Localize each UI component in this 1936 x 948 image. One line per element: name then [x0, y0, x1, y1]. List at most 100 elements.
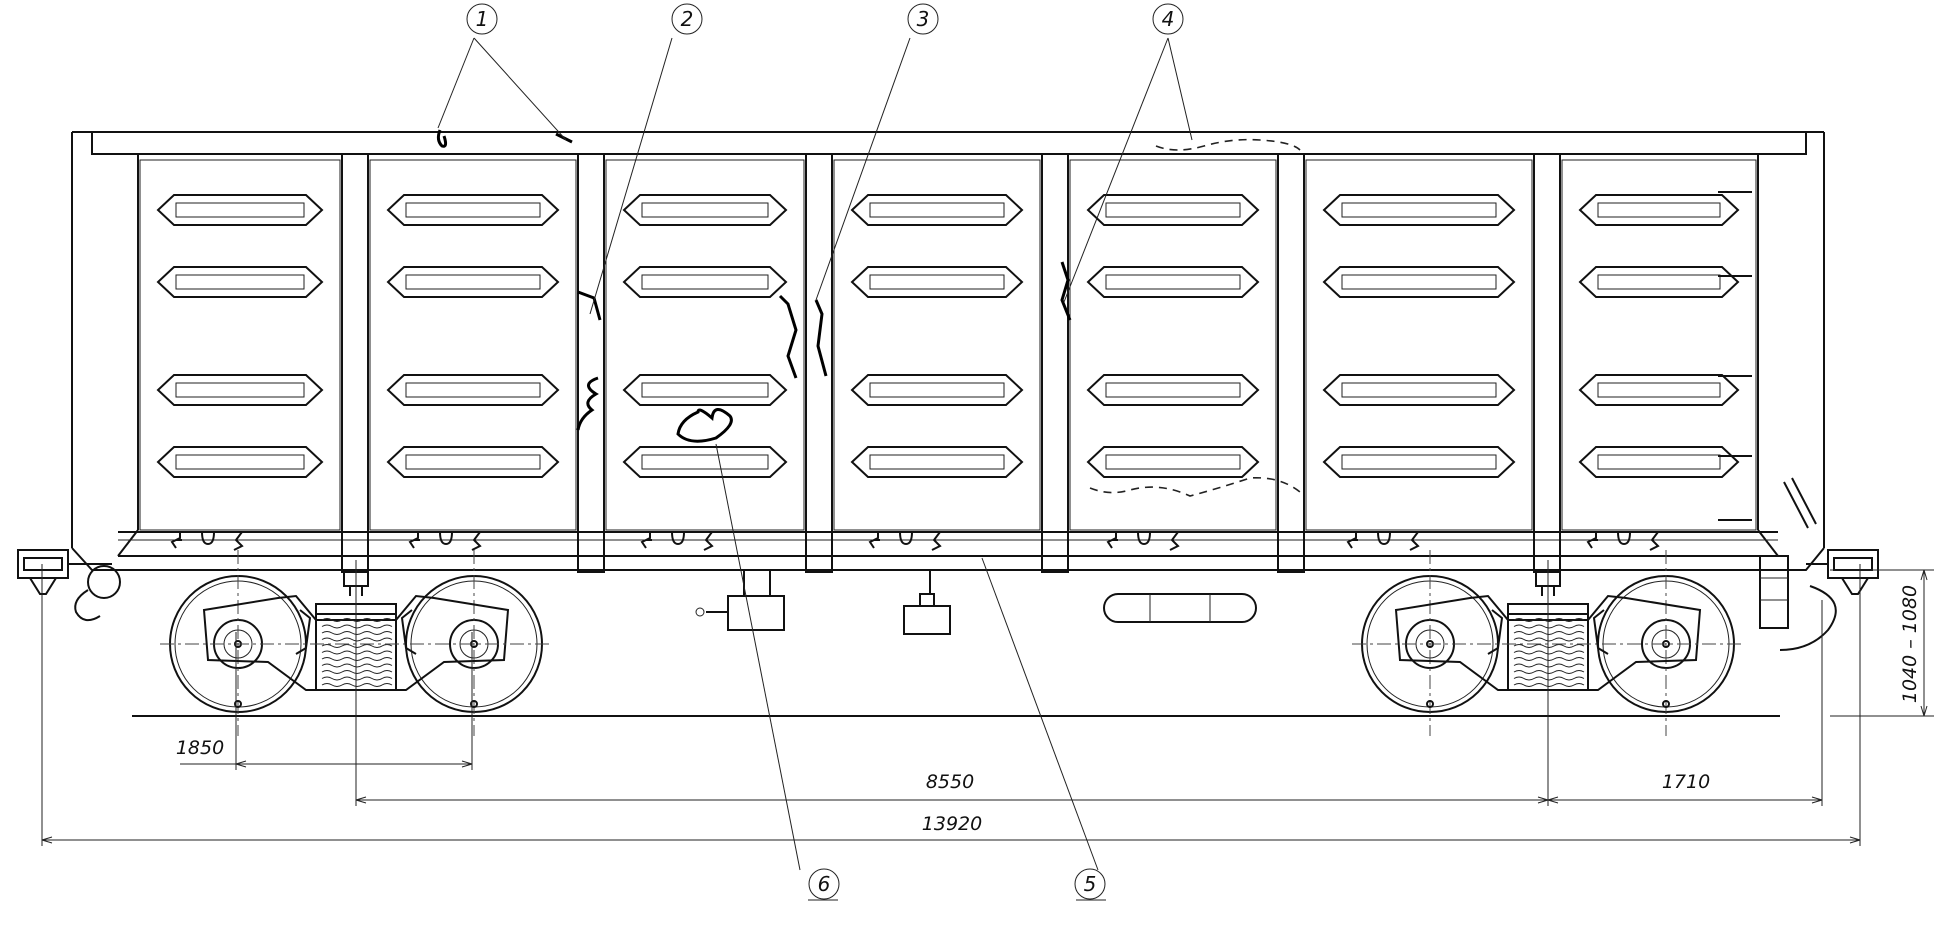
top-chord — [91, 131, 1807, 155]
svg-text:1: 1 — [476, 7, 489, 31]
lock-left — [408, 531, 420, 549]
brake-shoe — [295, 609, 312, 655]
lock-left — [1346, 531, 1358, 549]
panel-rib-inner — [1341, 382, 1497, 398]
panel-rib — [1578, 194, 1740, 226]
panel-rib-inner — [405, 454, 541, 470]
lock-shackle — [899, 531, 913, 546]
bogie-side-frame — [1394, 594, 1702, 691]
panel-rib — [386, 374, 560, 406]
panel-rib-inner — [869, 202, 1005, 218]
spring-coil — [1513, 644, 1585, 648]
spring-coil — [321, 624, 393, 629]
wheel-mark — [234, 700, 242, 708]
spring-coil — [1513, 631, 1585, 635]
panel-rib-inner — [1105, 382, 1241, 398]
panel-rib — [386, 266, 560, 298]
panel-rib — [850, 374, 1024, 406]
lock-shackle — [1137, 531, 1151, 546]
left-coupler — [17, 549, 121, 622]
panel-rib — [1322, 374, 1516, 406]
svg-text:5: 5 — [1084, 872, 1097, 896]
lock-left — [640, 531, 652, 549]
panel-rib-inner — [1105, 202, 1241, 218]
lock-right — [1644, 531, 1660, 551]
car-body — [71, 131, 1825, 571]
spring-coil — [1513, 618, 1585, 622]
panel-rib — [156, 194, 324, 226]
hatch-locks — [170, 531, 1660, 551]
panel-rib-inner — [175, 274, 305, 290]
panel-rib-inner — [869, 274, 1005, 290]
wheel-mark — [1662, 700, 1670, 708]
panel-rib — [1086, 266, 1260, 298]
lock-shackle — [1617, 531, 1631, 546]
panel-rib — [1322, 194, 1516, 226]
panel-rib — [156, 374, 324, 406]
spring-coil — [321, 663, 393, 668]
dim-wheelbase: 1850 — [176, 737, 224, 759]
panel-rib — [1086, 194, 1260, 226]
spring-coil — [1513, 624, 1585, 629]
lock-shackle — [1377, 531, 1391, 546]
panel-rib-inner — [175, 382, 305, 398]
panel-rib — [1578, 266, 1740, 298]
panel-rib — [1578, 446, 1740, 478]
panel-rib-inner — [869, 454, 1005, 470]
lock-right — [698, 531, 714, 551]
panel-rib — [622, 266, 788, 298]
panel-rib — [850, 194, 1024, 226]
panel-rib-inner — [641, 274, 769, 290]
spring-coil — [321, 631, 393, 635]
panel-rib — [386, 194, 560, 226]
spring-coil — [321, 618, 393, 622]
panel-rib-inner — [1105, 274, 1241, 290]
spring-coil — [1513, 657, 1585, 661]
spring-coil — [321, 650, 393, 655]
spring-coil — [1513, 663, 1585, 668]
stanchions — [341, 153, 1561, 573]
side-panels — [139, 159, 1757, 531]
underframe-equipment — [695, 570, 1257, 635]
panel-rib — [156, 266, 324, 298]
callout-2: 2 — [671, 3, 703, 35]
spring-coil — [321, 637, 393, 642]
panel-rib-inner — [175, 202, 305, 218]
lock-right — [1404, 531, 1420, 551]
spring-coil — [1513, 683, 1585, 687]
panel-rib — [850, 266, 1024, 298]
right-bogie — [1352, 550, 1744, 736]
spring-coil — [1513, 650, 1585, 655]
panel-rib — [850, 446, 1024, 478]
spring-coil — [321, 676, 393, 681]
lock-shackle — [439, 531, 453, 546]
bogie-side-frame — [202, 594, 510, 691]
panel-rib — [622, 446, 788, 478]
panel-rib-inner — [641, 382, 769, 398]
dimension-lines — [41, 560, 1934, 846]
dim-coupler-height: 1040 – 1080 — [1899, 585, 1921, 703]
panel-rib-inner — [1341, 274, 1497, 290]
lock-shackle — [671, 531, 685, 546]
svg-text:3: 3 — [917, 7, 930, 31]
lock-left — [1106, 531, 1118, 549]
end-steps — [1718, 191, 1817, 629]
brake-shoe — [1487, 609, 1504, 655]
right-coupler — [1779, 549, 1879, 651]
wheel-mark — [1426, 700, 1434, 708]
panel-rib-inner — [1597, 274, 1721, 290]
panel-rib-inner — [641, 454, 769, 470]
panel-rib — [622, 194, 788, 226]
leader-lines — [437, 37, 1193, 901]
panel-rib-inner — [1341, 454, 1497, 470]
panel-rib-inner — [641, 202, 769, 218]
dim-overall-length: 13920 — [922, 813, 982, 835]
panel-rib — [1578, 374, 1740, 406]
callout-4: 4 — [1152, 3, 1184, 35]
panel-rib — [156, 446, 324, 478]
lock-right — [926, 531, 942, 551]
panel-rib-inner — [405, 382, 541, 398]
spring-coil — [321, 644, 393, 648]
panel-rib — [1086, 374, 1260, 406]
